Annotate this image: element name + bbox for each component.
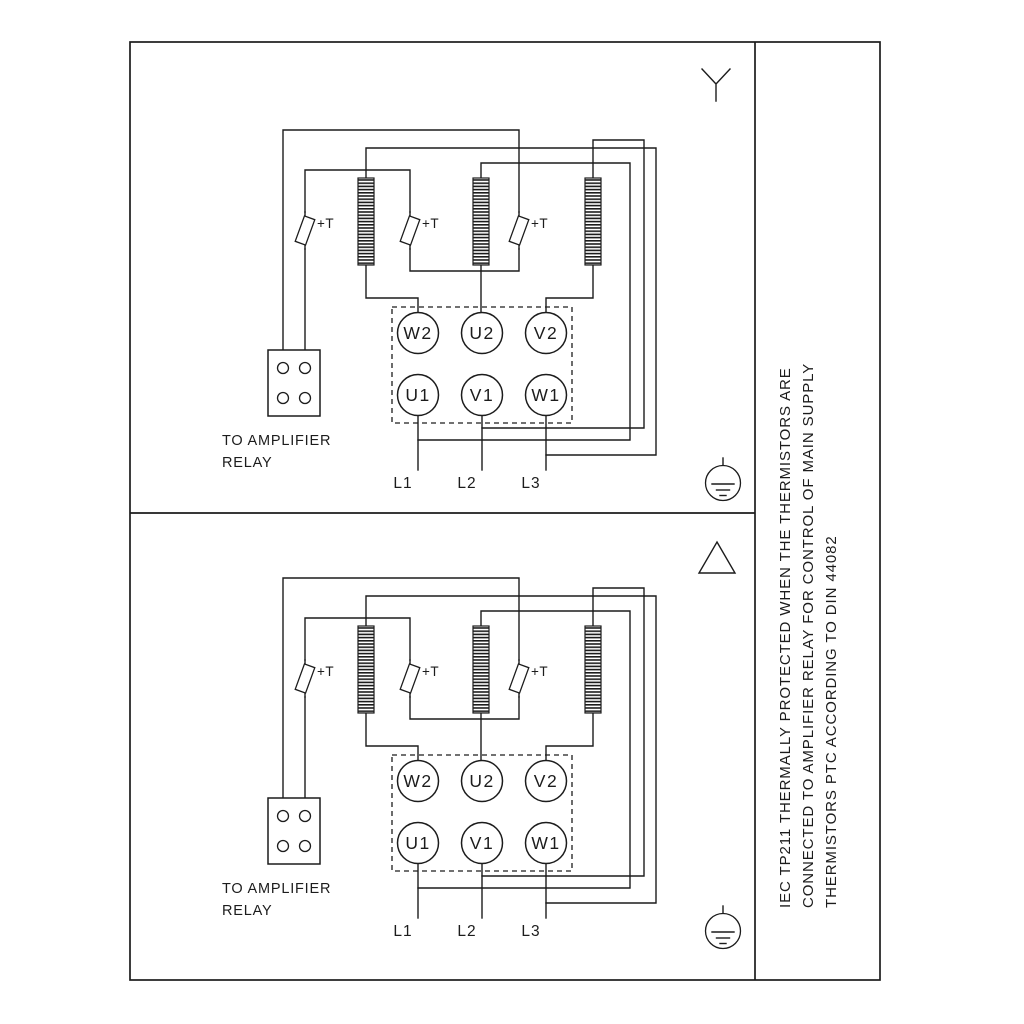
terminal-label-u2: U2 xyxy=(469,771,494,791)
panel-delta: W2 U2 V2 U1 V1 W1 L1 L2 L3 +T +T +T TO A… xyxy=(222,540,742,950)
terminal-label-v1: V1 xyxy=(470,833,494,853)
thermistor-label-2: +T xyxy=(422,664,439,679)
terminal-label-v2: V2 xyxy=(534,771,558,791)
supply-label-l1: L1 xyxy=(393,923,412,940)
thermistor-label-3: +T xyxy=(531,664,548,679)
outer-border xyxy=(129,41,881,981)
panel-star: W2 U2 V2 U1 V1 W1 L1 L2 L3 +T +T +T TO A… xyxy=(222,68,742,502)
terminal-label-v1: V1 xyxy=(470,385,494,405)
terminal-label-w1: W1 xyxy=(531,385,560,405)
terminal-label-w2: W2 xyxy=(403,323,432,343)
star-connection-icon xyxy=(701,68,731,102)
delta-connection-icon xyxy=(697,540,737,574)
side-note-line3: THERMISTORS PTC ACCORDING TO DIN 44082 xyxy=(823,535,840,908)
supply-label-l2: L2 xyxy=(457,923,476,940)
side-note: IEC TP211 THERMALLY PROTECTED WHEN THE T… xyxy=(777,363,840,908)
terminal-label-w2: W2 xyxy=(403,771,432,791)
frame xyxy=(129,41,881,981)
side-note-line2: CONNECTED TO AMPLIFIER RELAY FOR CONTROL… xyxy=(800,363,817,908)
thermistor-label-3: +T xyxy=(531,216,548,231)
relay-caption-line2: RELAY xyxy=(222,903,272,919)
supply-label-l1: L1 xyxy=(393,475,412,492)
side-note-line1: IEC TP211 THERMALLY PROTECTED WHEN THE T… xyxy=(777,367,794,908)
supply-label-l3: L3 xyxy=(521,923,540,940)
terminal-label-w1: W1 xyxy=(531,833,560,853)
thermistor-label-1: +T xyxy=(317,664,334,679)
terminal-label-v2: V2 xyxy=(534,323,558,343)
terminal-label-u1: U1 xyxy=(405,385,430,405)
terminal-label-u2: U2 xyxy=(469,323,494,343)
thermistor-label-2: +T xyxy=(422,216,439,231)
thermistor-label-1: +T xyxy=(317,216,334,231)
relay-caption-line2: RELAY xyxy=(222,455,272,471)
supply-label-l3: L3 xyxy=(521,475,540,492)
terminal-label-u1: U1 xyxy=(405,833,430,853)
supply-label-l2: L2 xyxy=(457,475,476,492)
relay-caption-line1: TO AMPLIFIER xyxy=(222,433,331,449)
relay-caption-line1: TO AMPLIFIER xyxy=(222,881,331,897)
